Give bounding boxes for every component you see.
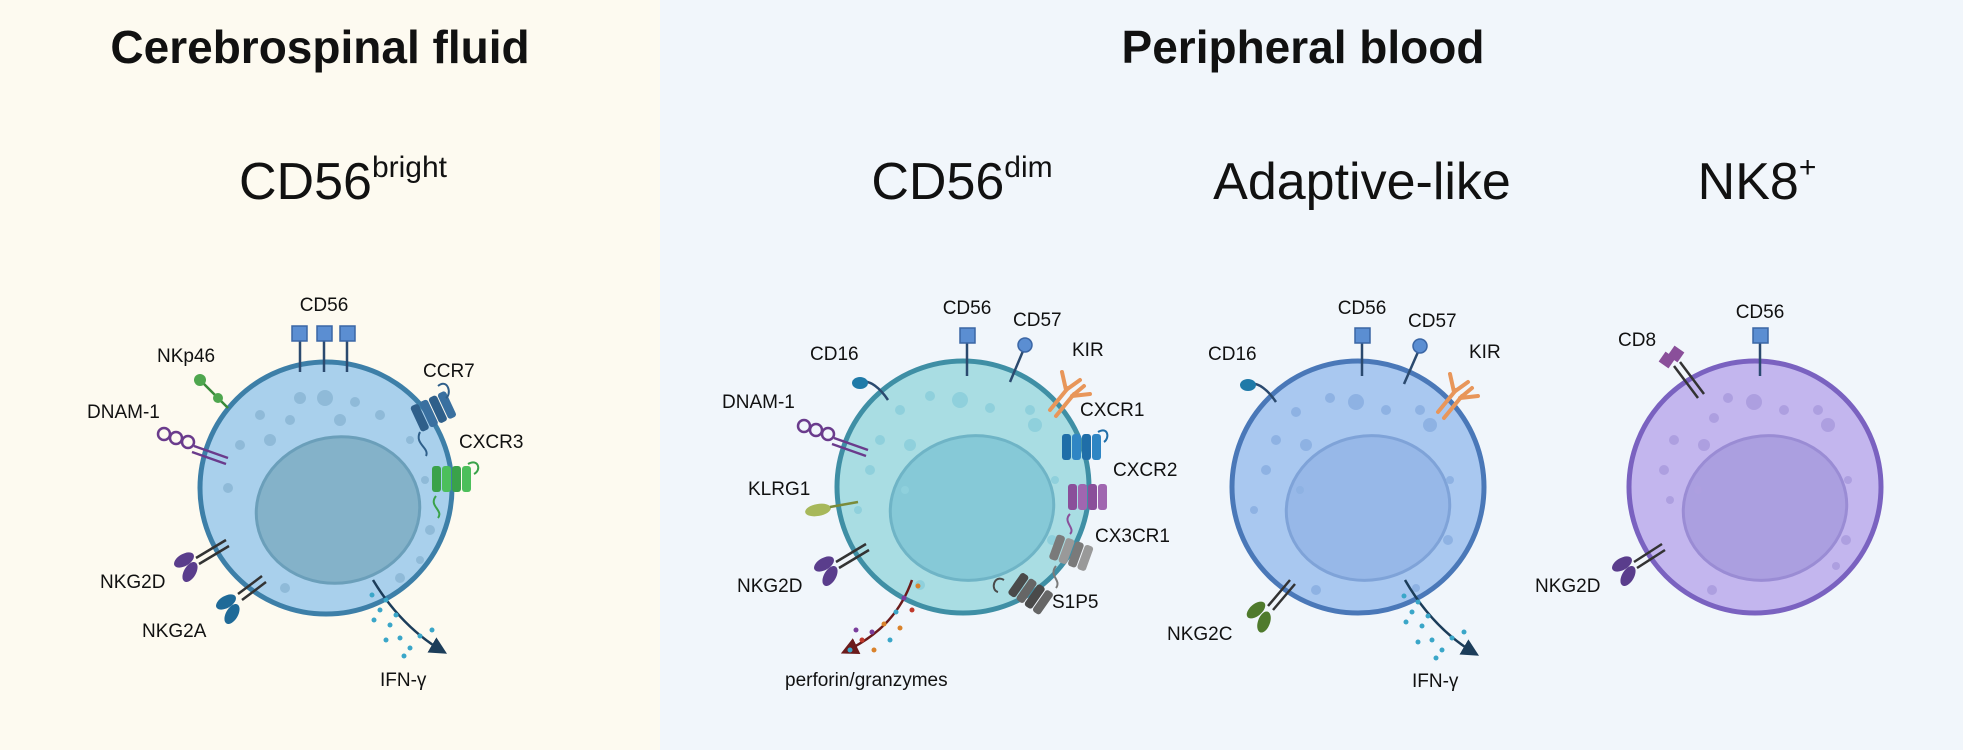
label-cd16: CD16 [1208,344,1257,365]
label-cx3cr1: CX3CR1 [1095,526,1170,547]
title-cd56-bright: CD56bright [239,150,447,211]
section-title-blood: Peripheral blood [1121,21,1485,73]
nkp46-receptor [194,374,229,409]
cd57-marker [1402,338,1428,385]
label-nkg2c: NKG2C [1167,624,1232,645]
label-kir: KIR [1072,340,1104,361]
ifng-secretion [369,579,448,659]
cell-cd56-bright: CD56 NKp46 DNAM-1 CCR7 CXCR3 NKG2D NKG2A… [87,295,523,691]
title-cd56-dim: CD56dim [871,150,1053,211]
label-dnam1: DNAM-1 [722,392,795,413]
cd57-marker [1008,337,1033,383]
cxcr3-receptor [432,461,480,519]
cd56-marker [1354,327,1371,376]
label-nkg2d: NKG2D [100,572,165,593]
label-cd56: CD56 [943,298,992,319]
cell-nk8: CD56 CD8 NKG2D [1535,302,1884,616]
granules [1659,393,1852,595]
label-dnam1: DNAM-1 [87,402,160,423]
label-cd56: CD56 [1338,298,1387,319]
nucleus [254,435,422,585]
perforin-secretion [840,579,921,654]
nkg2a-receptor [216,575,267,624]
cd8-marker [1658,345,1705,399]
label-nkg2d: NKG2D [1535,576,1600,597]
nkg2d-receptor [814,542,870,586]
label-ifng: IFN-γ [1412,671,1459,692]
dnam1-receptor [156,426,229,466]
nucleus [1681,434,1849,582]
cd56-marker [291,325,356,372]
klrg1-receptor [805,500,859,517]
label-nkg2d: NKG2D [737,576,802,597]
label-cd56: CD56 [300,295,349,316]
label-s1p5: S1P5 [1052,592,1098,613]
cxcr1-receptor [1062,429,1109,460]
cd16-receptor [852,377,890,401]
section-title-csf: Cerebrospinal fluid [110,21,530,73]
nucleus [1284,434,1452,582]
cd56-marker [959,327,976,376]
cell-cd56-dim: CD56 CD57 KIR CD16 DNAM-1 CXCR1 KLRG1 CX… [722,298,1177,691]
label-klrg1: KLRG1 [748,479,810,500]
label-nkg2a: NKG2A [142,621,207,642]
nucleus [888,434,1056,582]
granules [223,390,435,593]
kir-receptor [1436,372,1480,420]
cxcr2-receptor [1066,484,1107,535]
label-cd57: CD57 [1013,310,1062,331]
label-nkp46: NKp46 [157,346,215,367]
ccr7-receptor [410,382,456,457]
nkg2d-receptor [1612,542,1666,586]
kir-receptor [1048,370,1092,418]
nkg2c-receptor [1246,579,1296,633]
cx3cr1-receptor [1049,534,1094,589]
label-cd8: CD8 [1618,330,1656,351]
cd16-receptor [1240,379,1278,403]
cd56-marker [1752,327,1769,376]
nkg2d-receptor [174,538,230,582]
label-cxcr2: CXCR2 [1113,460,1177,481]
ifng-secretion [1401,579,1480,661]
title-adaptive-like: Adaptive-like [1213,153,1511,211]
label-cxcr3: CXCR3 [459,432,523,453]
label-perforin: perforin/granzymes [785,670,948,691]
s1p5-receptor [992,573,1053,615]
cell-adaptive-like: CD56 CD57 KIR CD16 NKG2C IFN-γ [1167,298,1501,692]
label-cd56: CD56 [1736,302,1785,323]
label-cd16: CD16 [810,344,859,365]
dnam1-receptor [796,418,869,458]
label-ifng: IFN-γ [380,670,427,691]
title-nk8: NK8+ [1697,150,1817,211]
label-ccr7: CCR7 [423,361,475,382]
label-cxcr1: CXCR1 [1080,400,1144,421]
label-cd57: CD57 [1408,311,1457,332]
label-kir: KIR [1469,342,1501,363]
granules [1250,393,1454,595]
